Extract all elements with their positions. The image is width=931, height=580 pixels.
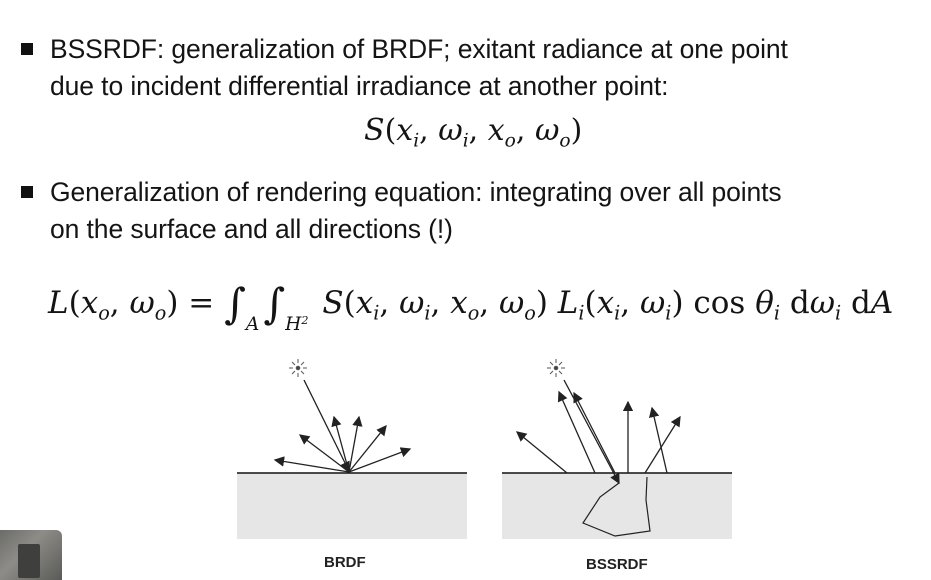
bullet-line: due to incident differential irradiance … bbox=[50, 71, 669, 101]
exit-ray bbox=[644, 415, 681, 474]
bullet-line: Generalization of rendering equation: in… bbox=[50, 177, 782, 207]
surface bbox=[237, 473, 467, 539]
exit-ray bbox=[648, 406, 668, 474]
incident-ray bbox=[563, 379, 620, 485]
reflected-ray bbox=[348, 415, 363, 473]
bssrdf-diagram bbox=[502, 359, 732, 539]
reflected-ray bbox=[298, 434, 350, 473]
webcam-overlay bbox=[0, 530, 62, 580]
exit-ray bbox=[573, 391, 616, 474]
bullet-marker bbox=[21, 186, 33, 198]
incident-ray bbox=[303, 379, 350, 473]
bssrdf-formula: S(xi, ωi, xo, ωo) bbox=[364, 113, 583, 152]
subsurface-path bbox=[582, 476, 651, 537]
reflected-ray bbox=[348, 447, 412, 473]
surface bbox=[502, 473, 732, 539]
reflected-ray bbox=[348, 424, 387, 473]
bullet-line: BSSRDF: generalization of BRDF; exitant … bbox=[50, 34, 788, 64]
light-source-icon bbox=[289, 359, 307, 377]
brdf-diagram bbox=[237, 359, 467, 539]
exit-ray bbox=[557, 390, 596, 474]
reflected-ray bbox=[273, 456, 350, 473]
reflected-ray bbox=[331, 415, 350, 473]
exit-ray bbox=[515, 431, 568, 474]
rendering-equation-formula: L(xo, ωo) = ∫A∫H2 S(xi, ωi, xo, ωo) Li(x… bbox=[48, 279, 894, 335]
light-source-icon bbox=[547, 359, 565, 377]
brdf-caption: BRDF bbox=[324, 554, 366, 571]
bullet-line: on the surface and all directions (!) bbox=[50, 214, 453, 244]
bssrdf-caption: BSSRDF bbox=[586, 556, 648, 573]
bullet-marker bbox=[21, 43, 33, 55]
